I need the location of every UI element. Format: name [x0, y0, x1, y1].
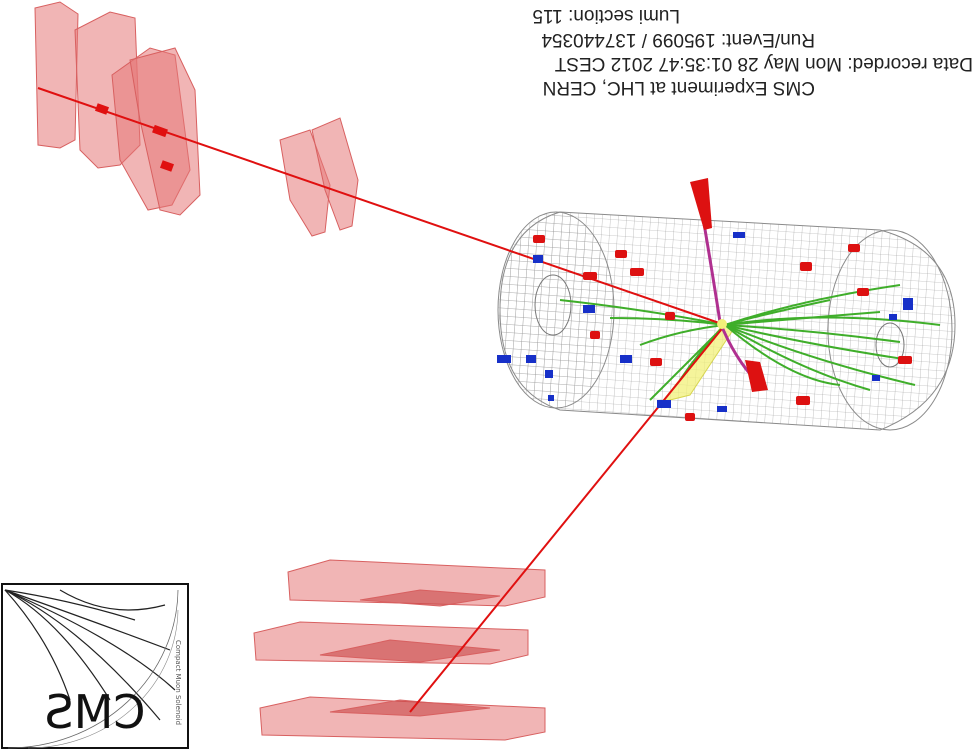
muon-track-upper	[37, 87, 726, 326]
track	[724, 316, 941, 326]
track	[724, 324, 911, 361]
hcal-hit	[796, 396, 810, 405]
muon-chambers-upper	[34, 1, 359, 237]
ecal-hit	[583, 305, 595, 313]
cylinder-endcap-right	[827, 229, 953, 431]
info-line-lumi: Lumi section: 115	[532, 5, 680, 26]
cms-logo: CMS Compact Muon Solenoid	[1, 583, 189, 749]
track	[724, 324, 916, 386]
ecal-hit	[733, 232, 745, 238]
cylinder-endcap-left	[497, 211, 615, 409]
hcal-hit	[650, 358, 662, 366]
hcal-hit	[583, 272, 597, 280]
endcap-inner-right	[875, 322, 905, 368]
muon-chamber	[311, 117, 359, 231]
endcap-inner-left	[534, 274, 572, 336]
hcal-deposits	[533, 178, 912, 421]
logo-small-text: Compact Muon Solenoid	[174, 640, 182, 725]
muon-chamber-overlap	[329, 699, 491, 717]
track	[724, 311, 881, 326]
ecal-hit	[497, 355, 511, 363]
track	[724, 324, 871, 391]
info-line-run-event: Run/Event: 195099 / 137440354	[541, 29, 815, 50]
track	[724, 324, 841, 386]
muon-chambers-lower	[253, 559, 546, 741]
ecal-hit	[620, 355, 632, 363]
ecal-hit	[533, 255, 543, 263]
ecal-hit	[903, 298, 913, 310]
muon-chamber-overlap	[359, 589, 501, 607]
vertex	[717, 319, 727, 329]
ecal-hit	[545, 370, 553, 378]
logo-frame	[1, 583, 189, 749]
track	[559, 299, 726, 326]
track	[639, 324, 726, 346]
track	[724, 299, 831, 326]
hcal-hit	[590, 331, 600, 339]
muon-chamber	[34, 1, 79, 149]
hcal-hit	[533, 235, 545, 243]
hcal-tower-large	[745, 360, 768, 392]
hcal-hit	[857, 288, 869, 296]
ecal-hit	[657, 400, 671, 408]
ecal-hit	[548, 395, 554, 401]
logo-text: CMS	[44, 685, 145, 739]
muon-track-vertical	[698, 199, 762, 387]
event-info-block: CMS Experiment at LHC, CERN Data recorde…	[532, 5, 973, 98]
hcal-hit	[615, 250, 627, 258]
info-line-experiment: CMS Experiment at LHC, CERN	[543, 77, 815, 98]
ecal-hit	[526, 355, 536, 363]
tracker-cylinder	[497, 211, 956, 431]
hcal-hit	[800, 262, 812, 271]
hcal-hit	[848, 244, 860, 252]
ecal-hit	[717, 406, 727, 412]
ecal-deposits	[497, 232, 913, 412]
logo-curves	[4, 589, 179, 749]
hcal-hit	[665, 312, 675, 320]
hcal-hit	[685, 413, 695, 421]
hcal-hit	[898, 356, 912, 364]
info-line-date: Data recorded: Mon May 28 01:35:47 2012 …	[554, 53, 973, 74]
ecal-hit	[889, 314, 897, 320]
track	[724, 324, 901, 343]
ecal-hit	[872, 375, 880, 381]
muon-hit	[159, 160, 175, 172]
hcal-hit	[630, 268, 644, 276]
hcal-tower-large	[690, 178, 712, 230]
